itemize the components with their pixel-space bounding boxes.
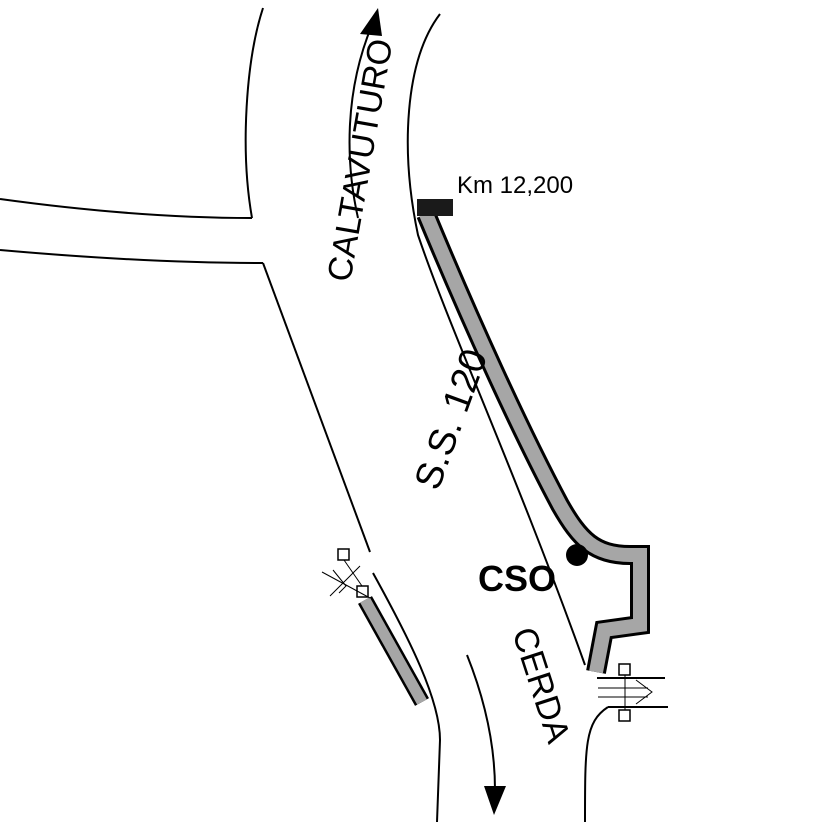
south-arrow [466, 654, 506, 815]
cso-point-dot [566, 544, 588, 566]
gate-symbol-west [321, 548, 371, 599]
road-west-edge-south [372, 572, 442, 823]
access-road [358, 210, 650, 706]
destination-south-label: CERDA [504, 623, 577, 748]
north-arrow [348, 8, 382, 219]
road-east-edge [406, 13, 586, 666]
route-label: S.S. 120 [407, 344, 496, 495]
destination-north-label: CALTAVUTURO [320, 36, 400, 284]
road-east-edge-south [584, 706, 609, 823]
side-road-lower-edge [0, 249, 264, 264]
km-marker-block [417, 199, 453, 216]
road-west-edge-lower [262, 262, 371, 553]
access-road-fill [419, 211, 647, 674]
cso-label: CSO [478, 558, 556, 599]
road-west-edge-upper [244, 7, 264, 219]
side-road-upper-edge [0, 198, 253, 219]
lay-by-strip [358, 596, 429, 706]
gate-symbol-east [598, 663, 653, 722]
km-marker-label: Km 12,200 [457, 172, 573, 199]
main-road [244, 7, 668, 823]
side-road-west [0, 198, 264, 264]
